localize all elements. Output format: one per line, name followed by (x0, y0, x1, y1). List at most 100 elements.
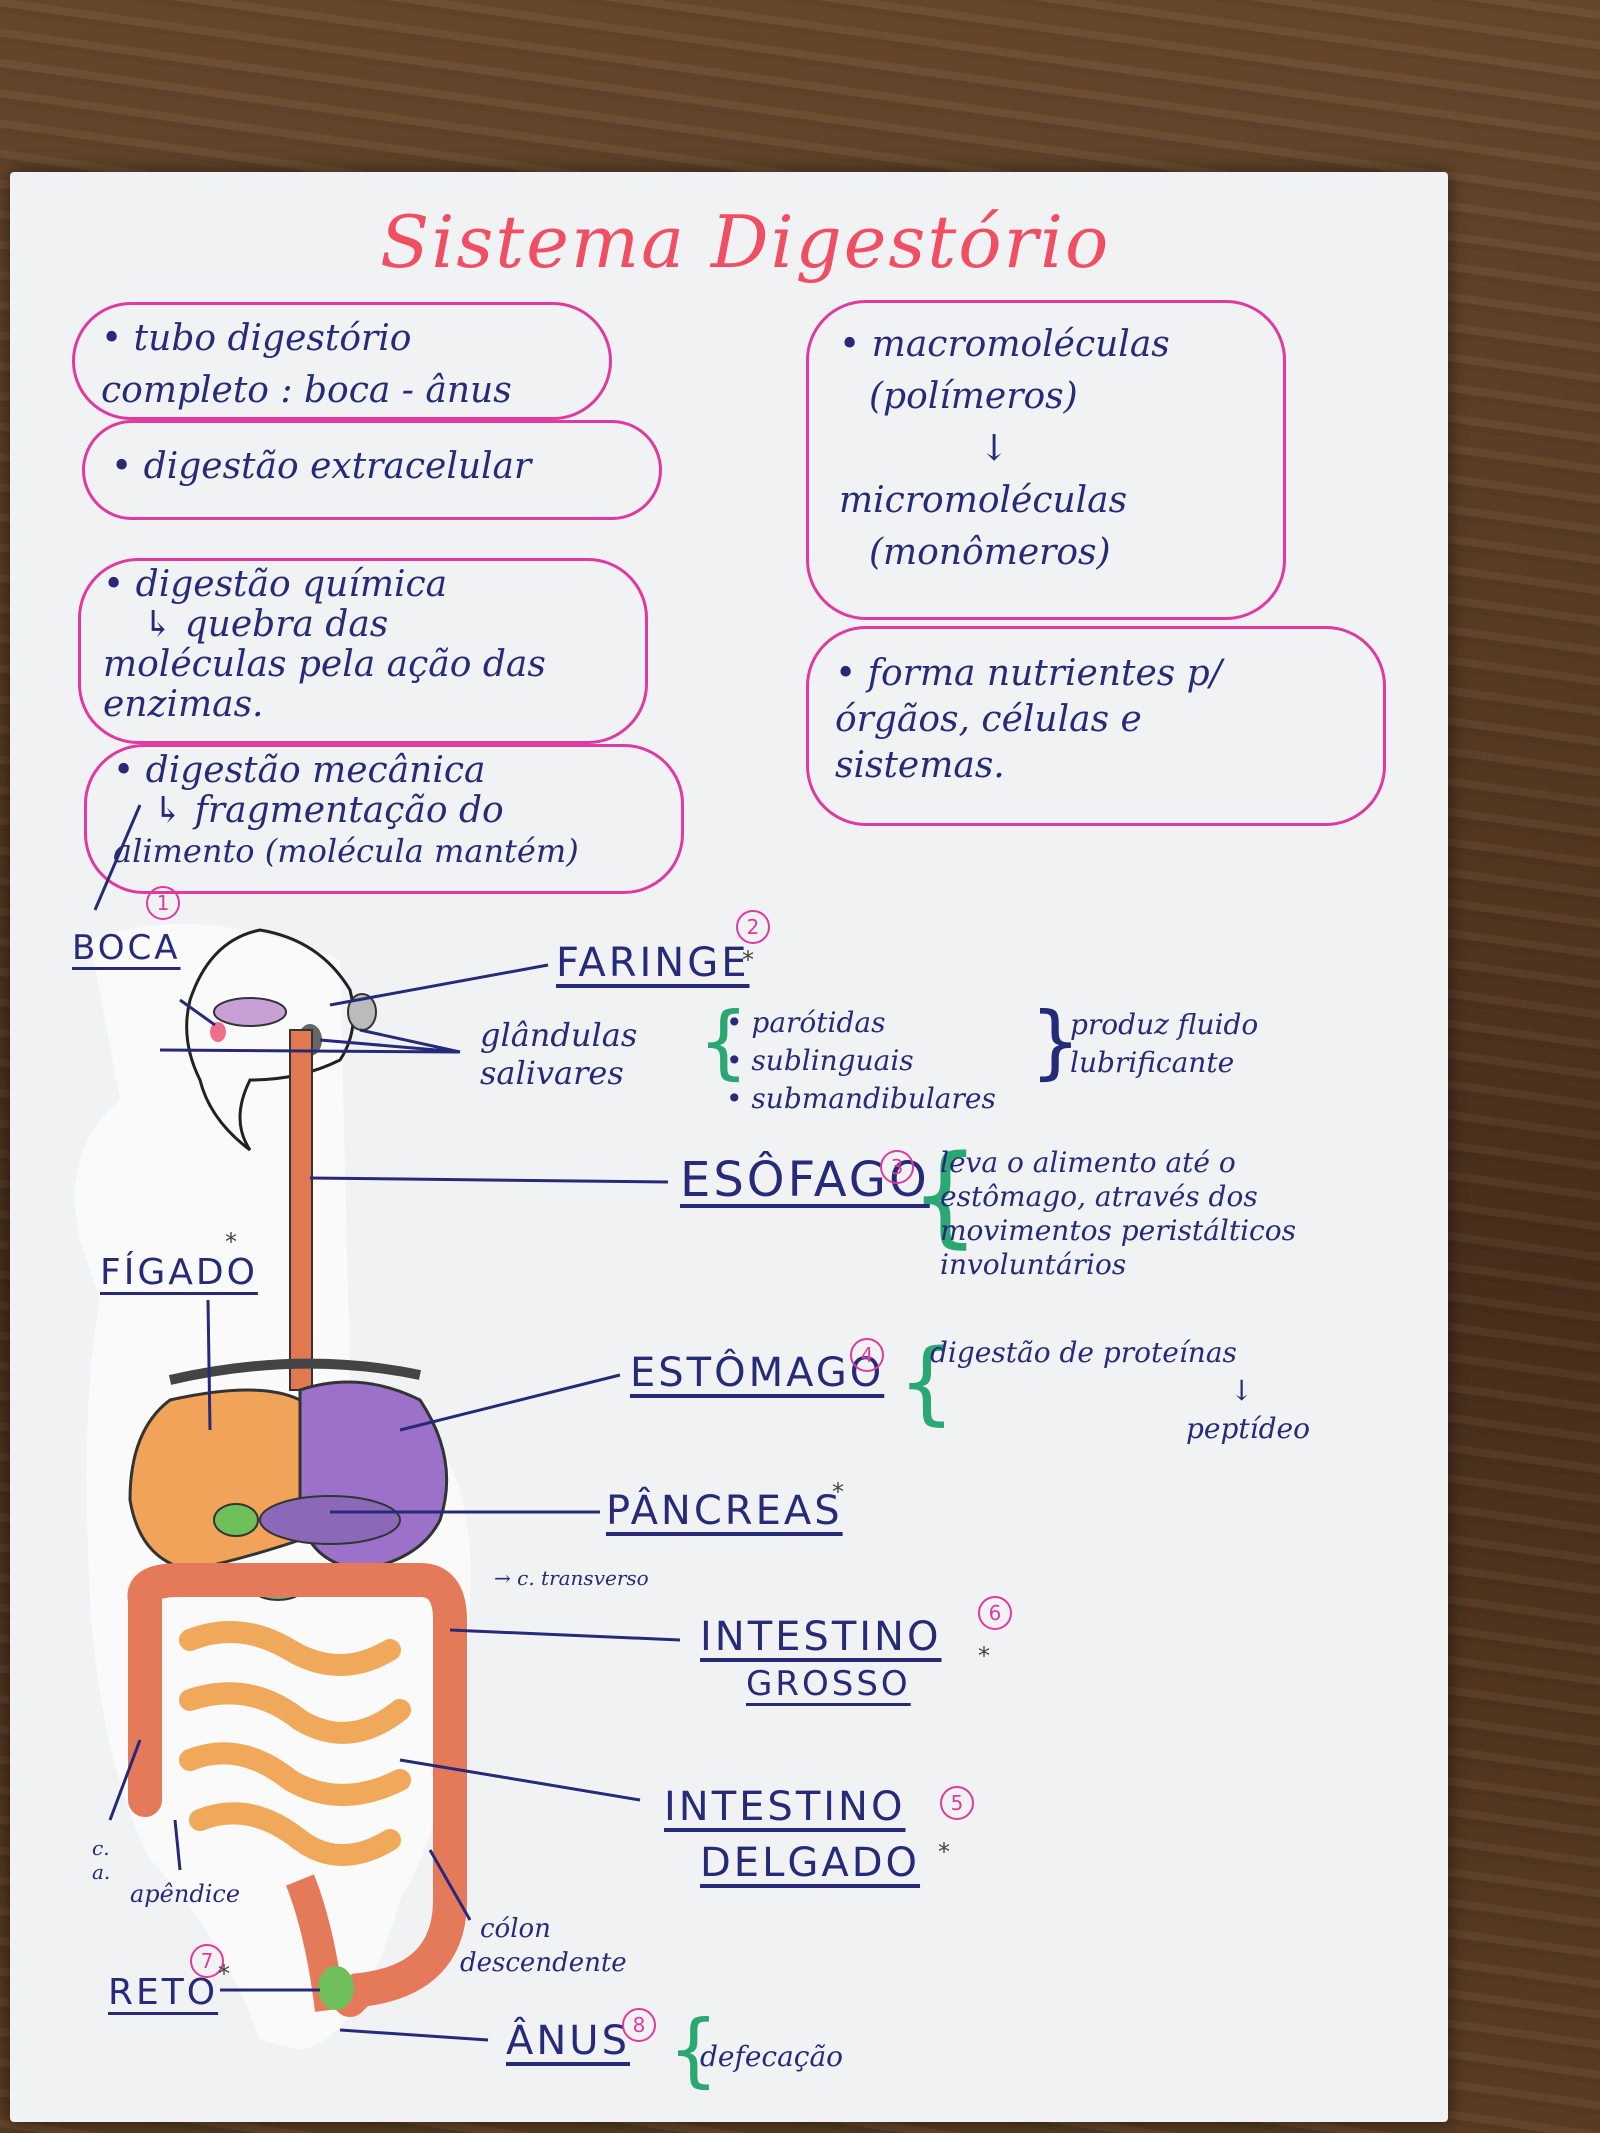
note-line: leva o alimento até o (940, 1146, 1236, 1179)
star-mark: * (218, 1960, 230, 1988)
note-line: a. (92, 1860, 111, 1884)
note-cloud-mechanical: • digestão mecânica ↳ fragmentação do al… (84, 744, 684, 894)
note-line: • forma nutrientes p/ (835, 653, 1222, 694)
number-badge: 4 (850, 1338, 884, 1372)
note-line: ↳ quebra das (143, 604, 389, 645)
label-intestino-delgado-1: INTESTINO (664, 1784, 906, 1830)
pointer-boca (179, 998, 216, 1027)
label-figado: FÍGADO (100, 1252, 258, 1293)
pointer-faringe (329, 963, 549, 1007)
brace-green: { (668, 2003, 719, 2096)
note-line: movimentos peristálticos (940, 1214, 1296, 1247)
note-glandulas: glândulas salivares (480, 1016, 637, 1092)
label-boca: BOCA (72, 928, 181, 968)
number-badge: 3 (880, 1150, 914, 1184)
star-mark: * (742, 946, 754, 974)
note-line: moléculas pela ação das (103, 644, 546, 685)
rectum-end-shape (318, 1966, 354, 2010)
note-line: glândulas (480, 1016, 638, 1054)
pointer-colon (428, 1849, 472, 1921)
brace-green: { (898, 1330, 956, 1435)
note-line: • tubo digestório (101, 318, 412, 359)
pointer-intestino-delgado (399, 1758, 641, 1802)
brace-green: { (910, 1131, 980, 1259)
number-badge: 6 (978, 1596, 1012, 1630)
note-estomago-arrow: ↓ (1230, 1374, 1254, 1407)
note-cloud-tube: • tubo digestório completo : boca - ânus (72, 302, 612, 420)
pointer-glandulas-3 (319, 1038, 461, 1054)
note-line: (monômeros) (869, 532, 1111, 573)
note-line: • submandibulares (726, 1082, 996, 1115)
pancreas-shape (259, 1495, 401, 1545)
number-badge: 7 (190, 1944, 224, 1978)
note-line: c. (92, 1836, 110, 1860)
label-intestino-delgado-2: DELGADO (700, 1840, 921, 1886)
label-intestino-grosso-2: GROSSO (746, 1664, 911, 1704)
pointer-estomago (399, 1373, 621, 1432)
star-mark: * (938, 1838, 950, 1866)
note-line: completo : boca - ânus (101, 370, 512, 411)
note-gland-list: • parótidas • sublinguais • submandibula… (726, 1004, 996, 1118)
label-faringe: FARINGE (556, 940, 750, 986)
pointer-esofago (309, 1176, 669, 1184)
note-c-transverso: → c. transverso (494, 1566, 649, 1590)
note-cloud-macromolecules: • macromoléculas (polímeros) ↓ micromolé… (806, 300, 1286, 620)
mouth-shape (210, 1022, 226, 1042)
note-line: enzimas. (103, 684, 264, 725)
star-mark: * (225, 1228, 237, 1256)
note-line: estômago, através dos (940, 1180, 1258, 1213)
pointer-glandulas (159, 1048, 461, 1054)
pointer-intestino-grosso (449, 1628, 681, 1642)
note-line: • macromoléculas (839, 324, 1170, 365)
note-c-a: c. a. (92, 1836, 110, 1884)
gallbladder-shape (213, 1503, 259, 1537)
label-pancreas: PÂNCREAS (606, 1488, 843, 1534)
pointer-ca (108, 1739, 142, 1821)
label-estomago: ESTÔMAGO (630, 1350, 885, 1396)
number-badge: 5 (940, 1786, 974, 1820)
number-badge: 1 (146, 886, 180, 920)
note-line: sistemas. (835, 745, 1005, 786)
note-cloud-nutrients: • forma nutrientes p/ órgãos, células e … (806, 626, 1386, 826)
number-badge: 8 (622, 2008, 656, 2042)
pointer-apendice (173, 1819, 182, 1871)
note-line: alimento (molécula mantém) (113, 832, 579, 870)
note-line: • parótidas (726, 1006, 886, 1039)
liver-shape (128, 1388, 302, 1572)
note-line: micromoléculas (839, 480, 1128, 521)
label-reto: RETO (108, 1972, 219, 2013)
small-intestine-shape (179, 1621, 411, 1866)
note-line: salivares (480, 1054, 624, 1092)
note-line: produz fluido (1070, 1008, 1259, 1041)
note-line: • sublinguais (726, 1044, 914, 1077)
number-badge: 2 (736, 910, 770, 944)
note-defecacao: defecação (700, 2040, 844, 2073)
note-line: ↓ (979, 428, 1010, 469)
note-line: ↳ fragmentação do (153, 790, 504, 831)
note-estomago-function: digestão de proteínas (930, 1336, 1237, 1369)
note-line: • digestão extracelular (111, 446, 532, 487)
note-esofago-function: leva o alimento até o estômago, através … (940, 1146, 1296, 1282)
note-line: (polímeros) (869, 376, 1078, 417)
pointer-glandulas-2 (359, 1028, 461, 1054)
note-line: cólon (480, 1914, 551, 1944)
note-cloud-chemical: • digestão química ↳ quebra das molécula… (78, 558, 648, 744)
label-anus: ÂNUS (506, 2018, 630, 2064)
pointer-mechanical (93, 804, 142, 911)
label-intestino-grosso-1: INTESTINO (700, 1614, 942, 1660)
note-gland-function: produz fluido lubrificante (1070, 1006, 1258, 1082)
star-mark: * (978, 1642, 990, 1670)
pointer-anus (339, 2028, 489, 2042)
note-line: lubrificante (1070, 1046, 1235, 1079)
note-line: descendente (460, 1948, 627, 1978)
tongue-shape (213, 997, 287, 1027)
note-cloud-extracellular: • digestão extracelular (82, 420, 662, 520)
note-line: órgãos, células e (835, 699, 1142, 740)
brace-green: { (698, 995, 749, 1088)
note-colon-descendente: cólon descendente (460, 1912, 627, 1980)
esophagus-shape (289, 1029, 313, 1391)
note-line: • digestão química (103, 564, 448, 605)
pointer-figado (206, 1299, 212, 1431)
note-apendice: apêndice (130, 1880, 241, 1908)
